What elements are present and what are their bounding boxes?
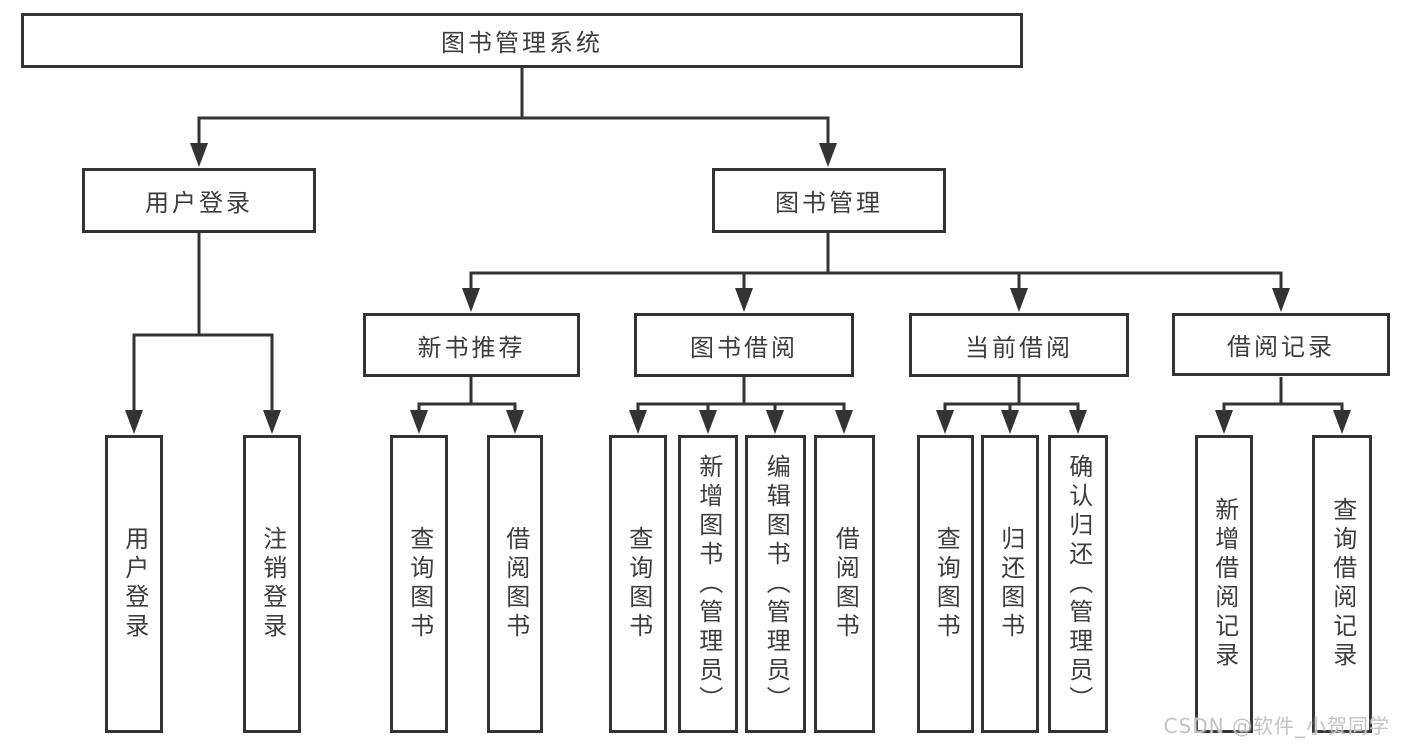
node-borrow-record-label: 借阅记录 — [1227, 333, 1335, 361]
leaf-bb-edit-book-admin: 编辑图书（管理员） — [745, 435, 806, 733]
leaf-br-query-record-label: 查询借阅记录 — [1328, 497, 1357, 671]
leaf-br-add-record-label: 新增借阅记录 — [1210, 497, 1239, 671]
node-book-borrow: 图书借阅 — [634, 313, 854, 377]
leaf-nbr-borrow-book: 借阅图书 — [487, 435, 543, 733]
leaf-nbr-query-book: 查询图书 — [390, 435, 448, 733]
leaf-cb-query-book: 查询图书 — [917, 435, 974, 733]
node-book-management: 图书管理 — [712, 168, 946, 233]
leaf-user-login-label: 用户登录 — [120, 526, 149, 642]
leaf-cb-confirm-return-admin-label: 确认归还（管理员） — [1064, 453, 1093, 715]
node-root: 图书管理系统 — [21, 13, 1023, 68]
node-book-borrow-label: 图书借阅 — [690, 333, 798, 362]
leaf-cb-return-book: 归还图书 — [981, 435, 1039, 733]
node-current-borrow-label: 当前借阅 — [965, 333, 1073, 362]
leaf-bb-borrow-book: 借阅图书 — [814, 435, 875, 733]
leaf-bb-query-book: 查询图书 — [609, 435, 667, 733]
leaf-nbr-borrow-book-label: 借阅图书 — [501, 526, 530, 642]
csdn-watermark: CSDN @软件_小贺同学 — [1163, 714, 1390, 738]
leaf-bb-query-book-label: 查询图书 — [624, 526, 653, 642]
node-user-login-label: 用户登录 — [145, 189, 253, 217]
leaf-cb-confirm-return-admin: 确认归还（管理员） — [1048, 435, 1108, 733]
leaf-bb-edit-book-admin-label: 编辑图书（管理员） — [762, 453, 791, 715]
leaf-logout: 注销登录 — [243, 435, 301, 733]
node-current-borrow: 当前借阅 — [909, 313, 1129, 377]
node-book-management-label: 图书管理 — [775, 189, 883, 217]
node-borrow-record: 借阅记录 — [1172, 313, 1390, 376]
node-user-login: 用户登录 — [82, 168, 316, 233]
node-root-label: 图书管理系统 — [441, 29, 603, 57]
leaf-cb-query-book-label: 查询图书 — [932, 526, 961, 642]
node-new-book-recommend: 新书推荐 — [363, 313, 580, 377]
leaf-logout-label: 注销登录 — [258, 526, 287, 642]
leaf-br-query-record: 查询借阅记录 — [1312, 435, 1372, 733]
leaf-cb-return-book-label: 归还图书 — [996, 526, 1025, 642]
leaf-bb-add-book-admin-label: 新增图书（管理员） — [694, 453, 723, 715]
leaf-br-add-record: 新增借阅记录 — [1195, 435, 1253, 733]
leaf-bb-add-book-admin: 新增图书（管理员） — [678, 435, 738, 733]
node-new-book-recommend-label: 新书推荐 — [417, 333, 526, 362]
leaf-nbr-query-book-label: 查询图书 — [405, 526, 434, 642]
leaf-bb-borrow-book-label: 借阅图书 — [831, 526, 860, 642]
leaf-user-login: 用户登录 — [105, 435, 163, 733]
